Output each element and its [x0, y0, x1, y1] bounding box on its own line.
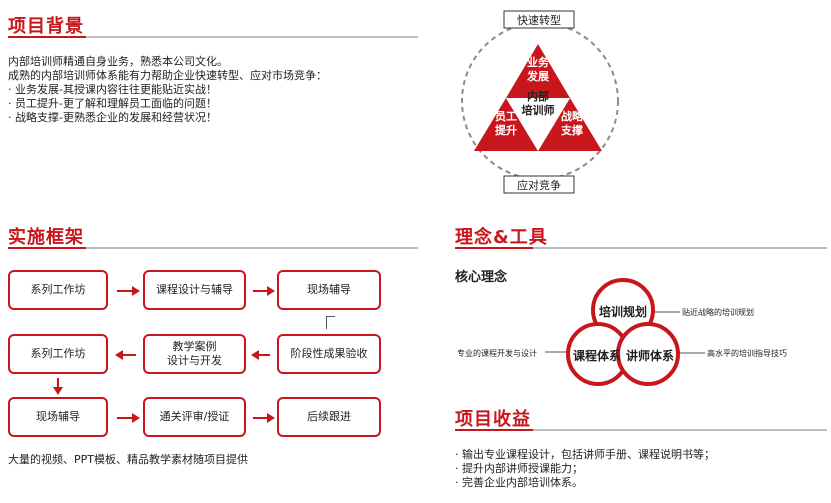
venn-diagram — [545, 278, 705, 386]
triangle-left-label: 员工 提升 — [495, 110, 517, 137]
flow-box-workshop-2: 系列工作坊 — [8, 334, 108, 374]
background-line: 成熟的内部培训师体系能有力帮助企业快速转型、应对市场竞争： — [8, 69, 327, 82]
circle-trainer-label: 讲师体系 — [626, 349, 675, 363]
arrow-down — [53, 378, 63, 395]
background-line: 内部培训师精通自身业务，熟悉本公司文化。 — [8, 55, 228, 68]
triangle-diagram — [461, 10, 619, 194]
dashed-cycle-circle — [461, 22, 619, 180]
triangle-top-label: 业务 发展 — [527, 56, 549, 83]
benefits-title-rule — [455, 429, 827, 431]
triangle-center-label: 内部 培训师 — [521, 90, 555, 117]
callout-planning: 贴近战略的培训规划 — [682, 308, 754, 317]
bottom-label: 应对竞争 — [517, 179, 561, 192]
background-line: · 员工提升-更了解和理解员工面临的问题！ — [8, 97, 217, 110]
background-line: · 战略支撑-更熟悉企业的发展和经营状况！ — [8, 111, 217, 124]
flow-box-review: 通关评审/授证 — [143, 397, 246, 437]
circle-course-label: 课程体系 — [573, 349, 622, 363]
flow-box-case-design: 教学案例 设计与开发 — [143, 334, 246, 374]
framework-footer: 大量的视频、PPT模板、精品教学素材随项目提供 — [8, 453, 248, 466]
flow-box-workshop-1: 系列工作坊 — [8, 270, 108, 310]
benefits-title: 项目收益 — [455, 409, 531, 430]
triangle-right — [538, 98, 602, 151]
benefits-line: · 完善企业内部培训体系。 — [455, 476, 583, 489]
arrow-left — [115, 350, 136, 360]
background-text: 内部培训师精通自身业务，熟悉本公司文化。 成熟的内部培训师体系能有力帮助企业快速… — [8, 55, 327, 125]
triangle-center — [506, 98, 570, 151]
top-label: 快速转型 — [517, 14, 561, 27]
concept-title: 理念&工具 — [455, 227, 548, 248]
arrow-right — [253, 286, 275, 296]
flow-box-acceptance: 阶段性成果验收 — [277, 334, 381, 374]
arrow-right — [117, 286, 140, 296]
triangle-right-label: 战略 支撑 — [561, 110, 583, 137]
background-line: · 业务发展-其授课内容往往更能贴近实战！ — [8, 83, 217, 96]
flow-box-course-design: 课程设计与辅导 — [143, 270, 246, 310]
callout-course: 专业的课程开发与设计 — [457, 349, 537, 358]
framework-title-rule — [8, 247, 418, 249]
flow-box-onsite-2: 现场辅导 — [8, 397, 108, 437]
flow-box-onsite-1: 现场辅导 — [277, 270, 381, 310]
triangle-left — [474, 98, 538, 151]
benefits-line: · 输出专业课程设计，包括讲师手册、课程说明书等； — [455, 448, 715, 461]
arrow-right — [117, 413, 140, 423]
arrow-left — [251, 350, 270, 360]
connector-bracket — [326, 316, 335, 329]
bottom-label-box — [503, 175, 575, 194]
top-label-box — [503, 10, 575, 29]
framework-title: 实施框架 — [8, 227, 84, 248]
benefits-text: · 输出专业课程设计，包括讲师手册、课程说明书等； · 提升内部讲师授课能力； … — [455, 448, 715, 490]
triangle-top — [506, 44, 570, 98]
concept-subtitle: 核心理念 — [455, 270, 508, 285]
benefits-line: · 提升内部讲师授课能力； — [455, 462, 583, 475]
flow-box-followup: 后续跟进 — [277, 397, 381, 437]
circle-trainer — [616, 322, 680, 386]
background-title: 项目背景 — [8, 16, 84, 37]
background-title-rule — [8, 36, 418, 38]
callout-trainer: 高水平的培训指导技巧 — [707, 349, 787, 358]
concept-title-rule — [455, 247, 827, 249]
circle-planning-label: 培训规划 — [599, 305, 648, 319]
arrow-right — [253, 413, 275, 423]
